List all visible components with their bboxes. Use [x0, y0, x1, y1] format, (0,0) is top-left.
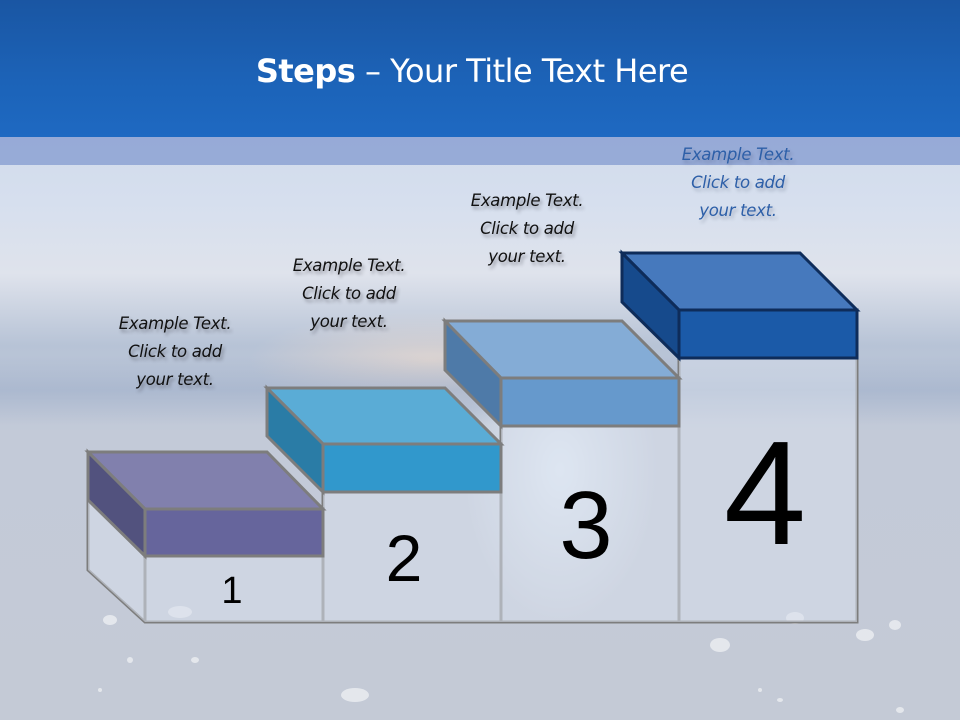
- step-2-front: [321, 442, 503, 494]
- step-1-text-line-2: Click to add: [128, 342, 222, 361]
- title-bold-part: Steps: [255, 52, 356, 90]
- column-3: [501, 426, 679, 622]
- column-1-side: [88, 500, 145, 622]
- step-1-front: [143, 507, 325, 558]
- step-4-text-line-2: Click to add: [691, 173, 785, 192]
- step-4-text-line-3: your text.: [699, 201, 777, 220]
- column-1: [145, 556, 323, 622]
- step-3-number[interactable]: 3: [559, 472, 613, 579]
- step-3-text-line-3: your text.: [488, 247, 566, 266]
- step-2-number[interactable]: 2: [385, 521, 423, 595]
- step-4-text[interactable]: Example Text. Click to add your text.: [653, 141, 823, 225]
- step-1-text[interactable]: Example Text. Click to add your text.: [90, 310, 260, 394]
- slide-title[interactable]: Steps – Your Title Text Here: [0, 52, 944, 90]
- title-accent-band: [0, 137, 960, 165]
- step-4-text-line-1: Example Text.: [681, 145, 795, 164]
- column-4: [679, 358, 857, 622]
- step-1-number[interactable]: 1: [221, 570, 243, 612]
- step-1-text-line-1: Example Text.: [118, 314, 232, 333]
- step-3-text[interactable]: Example Text. Click to add your text.: [442, 187, 612, 271]
- step-4-block: [618, 249, 861, 362]
- step-2-text-line-1: Example Text.: [292, 256, 406, 275]
- step-4-number[interactable]: 4: [723, 411, 807, 576]
- step-2-text-line-3: your text.: [310, 312, 388, 331]
- step-1-block: [84, 448, 327, 560]
- step-2-text[interactable]: Example Text. Click to add your text.: [264, 252, 434, 336]
- step-4-front: [677, 308, 859, 360]
- step-3-text-line-1: Example Text.: [470, 191, 584, 210]
- step-1-text-line-3: your text.: [136, 370, 214, 389]
- title-bar: [0, 0, 960, 137]
- column-2: [323, 492, 501, 622]
- title-regular-part: – Your Title Text Here: [355, 52, 689, 90]
- step-3-text-line-2: Click to add: [480, 219, 574, 238]
- step-3-front: [499, 376, 681, 428]
- step-2-block: [263, 384, 505, 496]
- step-2-text-line-2: Click to add: [302, 284, 396, 303]
- step-3-block: [441, 317, 683, 430]
